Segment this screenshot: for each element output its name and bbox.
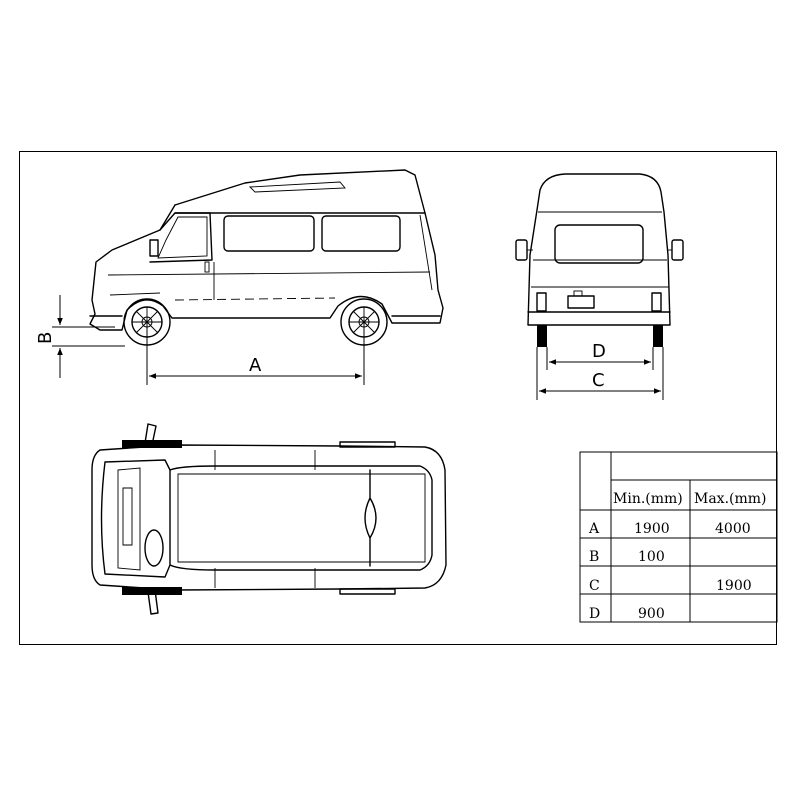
row-b-min: 100: [638, 549, 665, 565]
row-a-min: 1900: [634, 521, 670, 537]
dimension-label-a: A: [249, 355, 262, 376]
dimension-label-d: D: [592, 341, 606, 362]
row-a-max: 4000: [715, 521, 751, 537]
drawing-frame: [19, 151, 777, 645]
row-label-c: C: [589, 578, 600, 594]
header-min: Min.(mm): [613, 491, 683, 507]
dimension-c: C: [536, 347, 664, 400]
dimension-spec-table: Min.(mm) Max.(mm) A 1900 4000 B 100 C 19…: [580, 452, 777, 622]
row-label-a: A: [589, 521, 600, 537]
row-c-max: 1900: [716, 578, 752, 594]
row-label-d: D: [589, 606, 601, 622]
header-max: Max.(mm): [694, 491, 767, 507]
van-top-view: [91, 423, 447, 615]
row-d-min: 900: [638, 606, 665, 622]
van-rear-view: [515, 173, 684, 347]
dimension-label-b: B: [35, 332, 56, 344]
dimension-b: B: [35, 295, 125, 378]
dimension-label-c: C: [592, 370, 605, 391]
van-side-view: [89, 169, 444, 346]
spec-table-grid: [579, 451, 778, 623]
dimension-d: D: [546, 341, 654, 370]
dimension-a: A: [146, 322, 365, 385]
row-label-b: B: [589, 549, 600, 565]
